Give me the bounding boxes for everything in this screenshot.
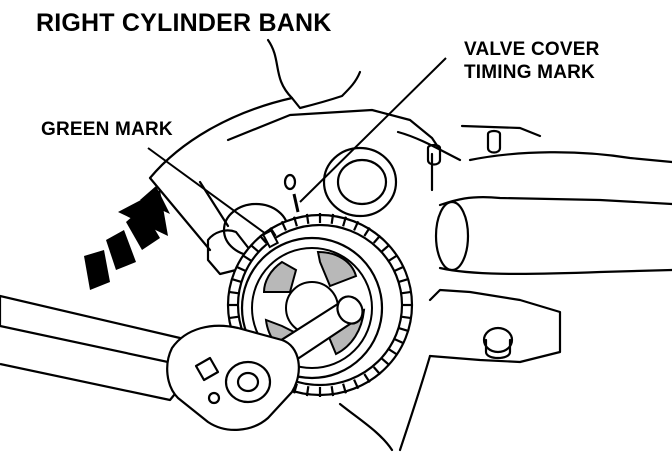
lower-boss-stem (484, 338, 512, 360)
pulley-tooth (363, 227, 371, 237)
cam-bore-center (322, 146, 398, 218)
pulley-tooth (305, 213, 310, 224)
pulley-tooth (388, 254, 398, 262)
valve-cover-boss-right (486, 129, 502, 154)
pulley-tooth (363, 373, 371, 383)
rotation-arrow-icon (84, 186, 170, 290)
pulley-tooth (258, 234, 268, 244)
pulley-tooth (398, 327, 409, 332)
pulley-tooth (388, 348, 398, 356)
pulley-tooth (372, 366, 382, 376)
cam-bore-center-inner (336, 158, 388, 206)
engine-casting-ridge (226, 108, 442, 152)
valve-cover-leader (299, 57, 447, 203)
pulley-tooth (231, 278, 242, 283)
lower-boss (482, 326, 514, 354)
pulley-tooth (235, 265, 246, 272)
engine-lower-right (428, 288, 562, 364)
ratchet-lever (194, 356, 220, 382)
pulley-tooth (401, 315, 412, 320)
pulley-tooth (398, 278, 409, 283)
pulley-tooth (228, 290, 239, 295)
pulley-tooth (381, 357, 391, 367)
valve-cover-label-line2: TIMING MARK (464, 62, 595, 83)
pulley-tooth (330, 386, 335, 397)
shaft-housing-top (468, 151, 672, 164)
valve-cover-label-line1: VALVE COVER (464, 39, 600, 60)
tensioner-plate (206, 229, 252, 276)
diagram-title: RIGHT CYLINDER BANK (36, 9, 332, 37)
pulley-tooth (381, 243, 391, 253)
pulley-tooth (228, 315, 239, 320)
pulley-tooth (372, 234, 382, 244)
valve-cover-dot (283, 173, 297, 191)
pulley-tooth (353, 379, 360, 390)
ratchet-socket-inner (236, 371, 260, 393)
pulley-tooth (394, 265, 405, 272)
green-mark-leader (147, 147, 267, 235)
pulley-tooth (330, 213, 335, 224)
socket-extension-end (336, 295, 364, 325)
ratchet-button (207, 391, 221, 405)
pulley-tooth (342, 383, 347, 394)
wrench-handle (0, 294, 198, 402)
pulley-tooth (401, 290, 412, 295)
pulley-tooth (249, 243, 259, 253)
green-mark-notch (261, 229, 280, 249)
pulley-tooth (280, 220, 287, 231)
valve-cover-boss (426, 143, 442, 166)
pulley-tooth (242, 254, 252, 262)
pulley-tooth (353, 220, 360, 231)
shaft-housing-end (434, 200, 470, 272)
pulley-tooth (293, 216, 298, 227)
engine-bottom-edge (338, 354, 432, 452)
valve-cover-pointer (292, 193, 300, 213)
pulley-tooth (305, 386, 310, 397)
pulley-tooth (394, 338, 405, 345)
shaft-housing-right (438, 196, 672, 276)
engine-casting-outline (266, 38, 362, 110)
engine-casting-right (396, 124, 542, 192)
pulley-tooth (342, 216, 347, 227)
green-mark-label: GREEN MARK (41, 119, 173, 140)
